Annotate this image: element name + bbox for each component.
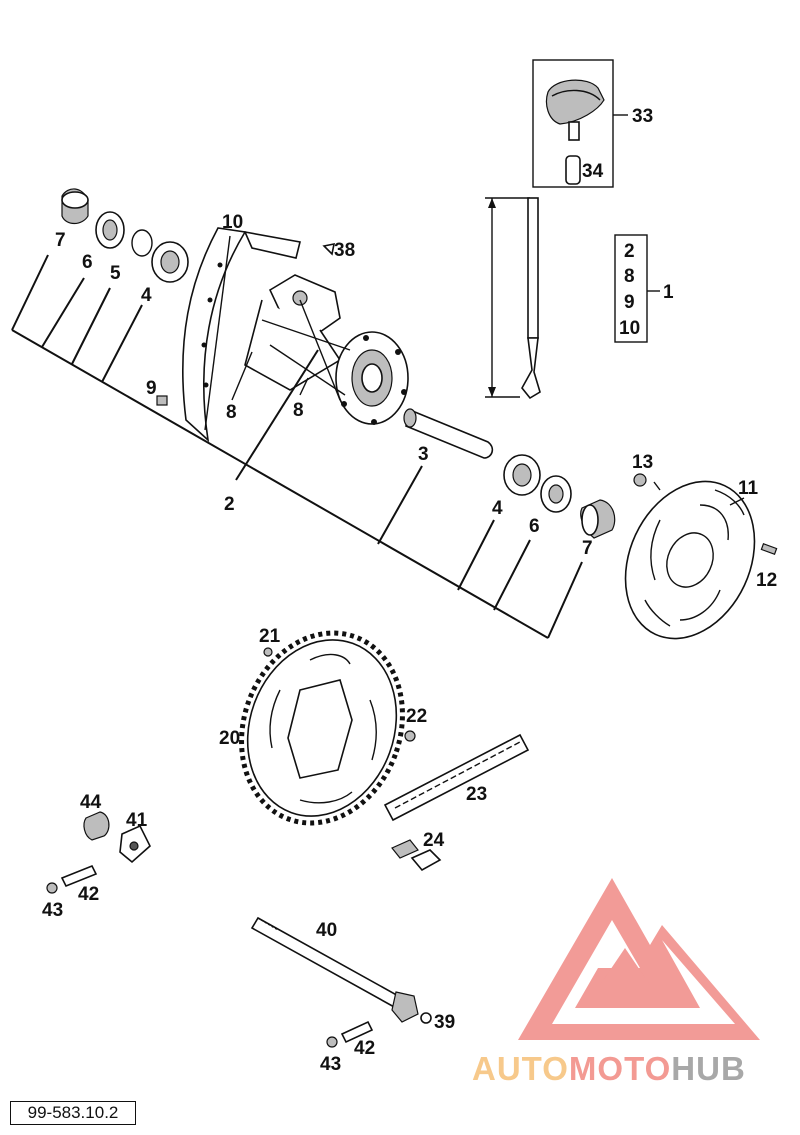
callout-1: 1	[663, 282, 674, 303]
callout-2: 2	[224, 494, 235, 515]
callout-4-left: 4	[141, 285, 152, 306]
callout-43-bottom: 43	[320, 1054, 341, 1075]
rear-axle-part	[250, 916, 432, 1048]
callout-42-left: 42	[78, 884, 99, 905]
callout-34: 34	[582, 161, 604, 182]
callout-44: 44	[80, 792, 102, 813]
callout-7-left: 7	[55, 230, 66, 251]
callout-11: 11	[738, 478, 759, 499]
callout-23: 23	[466, 784, 487, 805]
watermark-brand: AUTOMOTOHUB	[472, 1050, 792, 1090]
callout-24: 24	[423, 830, 445, 851]
clip-38-part	[322, 242, 336, 256]
callout-40: 40	[316, 920, 337, 941]
left-bearing-stack	[61, 188, 189, 283]
callout-43-left: 43	[42, 900, 63, 921]
wheel-hub-part	[244, 274, 409, 425]
callout-39: 39	[434, 1012, 455, 1033]
brand-auto: AUTO	[472, 1050, 569, 1087]
callout-42-bottom: 42	[354, 1038, 375, 1059]
callout-labels: 33 34 10 38 7 6 5 4 1 9 8 8 3 2 13 11 4 …	[42, 106, 777, 1075]
callout-38: 38	[334, 240, 355, 261]
callout-7-right: 7	[582, 538, 593, 559]
callout-22: 22	[406, 706, 427, 727]
group-box-items: 2 8 9 10	[619, 241, 640, 339]
callout-9: 9	[146, 378, 157, 399]
wheel-rim-part	[156, 227, 301, 443]
callout-6-right: 6	[529, 516, 540, 537]
brake-disc-part	[624, 473, 778, 640]
callout-41: 41	[126, 810, 148, 831]
callout-8-right: 8	[293, 400, 304, 421]
callout-3: 3	[418, 444, 429, 465]
callout-10-top: 10	[222, 212, 243, 233]
callout-6-left: 6	[82, 252, 93, 273]
right-bearing-stack	[503, 454, 616, 539]
group-box	[614, 234, 660, 343]
rear-sprocket-part	[239, 630, 416, 826]
group-item-8: 8	[624, 266, 635, 287]
spoke-part	[485, 197, 541, 400]
group-item-10: 10	[619, 318, 640, 339]
callout-13: 13	[632, 452, 653, 473]
brand-hub: HUB	[671, 1050, 746, 1087]
callout-20: 20	[219, 728, 240, 749]
brand-moto: MOTO	[568, 1050, 672, 1087]
callout-8-left: 8	[226, 402, 237, 423]
group-item-2: 2	[624, 241, 635, 262]
chain-adjuster-left	[46, 811, 151, 894]
spacer-tube-part	[403, 408, 494, 459]
valve-cap-assembly	[532, 59, 628, 188]
callout-33: 33	[632, 106, 653, 127]
callout-12: 12	[756, 570, 777, 591]
callout-5: 5	[110, 263, 121, 284]
callout-4-right: 4	[492, 498, 503, 519]
callout-21: 21	[259, 626, 281, 647]
watermark-logo-icon	[518, 878, 760, 1040]
leader-lines-upper	[11, 254, 745, 639]
drive-chain-part	[383, 733, 530, 872]
reference-code: 99-583.10.2	[10, 1101, 136, 1125]
group-item-9: 9	[624, 292, 635, 313]
